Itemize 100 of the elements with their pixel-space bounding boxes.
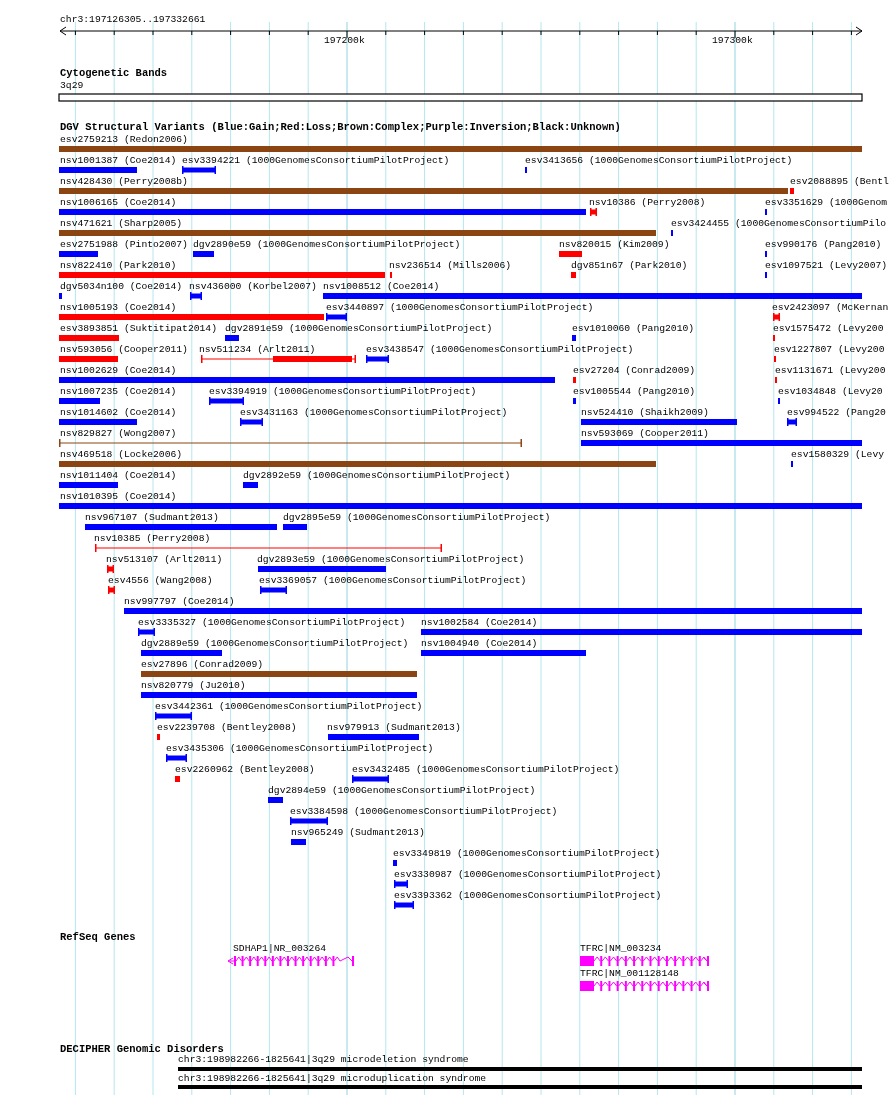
variant-bar xyxy=(421,650,586,656)
variant-label: dgv2894e59 (1000GenomesConsortiumPilotProject) xyxy=(268,785,536,797)
variant-label: nsv436000 (Korbel2007) xyxy=(189,281,317,293)
variant-bar xyxy=(59,209,586,215)
variant-label: esv4556 (Wang2008) xyxy=(108,575,213,587)
variant-bar xyxy=(59,377,555,383)
variant-label: esv994522 (Pang20 xyxy=(787,407,886,419)
variant-label: esv3393362 (1000GenomesConsortiumPilotProject) xyxy=(394,890,662,902)
variant-bar xyxy=(394,901,414,909)
variant-bar xyxy=(59,293,62,299)
variant-label: esv3435306 (1000GenomesConsortiumPilotProject) xyxy=(166,743,434,755)
variant-bar xyxy=(421,629,862,635)
variant-label: esv2423097 (McKernan xyxy=(772,302,889,314)
variant-label: esv3335327 (1000GenomesConsortiumPilotProject) xyxy=(138,617,406,629)
variant-label: nsv967107 (Sudmant2013) xyxy=(85,512,219,524)
variant-bar xyxy=(59,398,100,404)
variant-label: esv3330987 (1000GenomesConsortiumPilotProject) xyxy=(394,869,662,881)
variant-label: esv2759213 (Redon2006) xyxy=(60,134,188,146)
variant-label: dgv2893e59 (1000GenomesConsortiumPilotProject) xyxy=(257,554,525,566)
track-heading: DECIPHER Genomic Disorders xyxy=(60,1043,224,1055)
variant-bar xyxy=(155,712,192,720)
variant-bar xyxy=(166,754,187,762)
variant-bar xyxy=(59,272,385,278)
variant-bar xyxy=(290,817,328,825)
variant-line xyxy=(59,439,522,447)
variant-bar xyxy=(108,586,115,594)
variant-bar xyxy=(59,146,862,152)
variant-bar xyxy=(243,482,258,488)
variant-bar xyxy=(326,313,347,321)
variant-label: esv990176 (Pang2010) xyxy=(765,239,882,251)
variant-bar xyxy=(225,335,239,341)
variant-label: esv3351629 (1000Genom xyxy=(765,197,888,209)
variant-label: nsv1007235 (Coe2014) xyxy=(60,386,177,398)
variant-bar xyxy=(59,251,98,257)
disorder-label: chr3:198982266-1825641|3q29 microduplication syndrome xyxy=(178,1073,487,1085)
band-label: 3q29 xyxy=(60,80,84,92)
variant-label: nsv1008512 (Coe2014) xyxy=(323,281,440,293)
variant-label: esv3349819 (1000GenomesConsortiumPilotProject) xyxy=(393,848,661,860)
variant-bar xyxy=(790,188,794,194)
variant-bar xyxy=(268,797,283,803)
variant-label: esv3384598 (1000GenomesConsortiumPilotProject) xyxy=(290,806,558,818)
variant-label: nsv593056 (Cooper2011) xyxy=(60,344,188,356)
variant-bar xyxy=(581,440,862,446)
variant-label: nsv428430 (Perry2008b) xyxy=(60,176,188,188)
variant-label: esv3431163 (1000GenomesConsortiumPilotProject) xyxy=(240,407,508,419)
variant-label: dgv2890e59 (1000GenomesConsortiumPilotProject) xyxy=(193,239,461,251)
variant-label: esv1010060 (Pang2010) xyxy=(572,323,695,335)
variant-label: esv3440897 (1000GenomesConsortiumPilotProject) xyxy=(326,302,594,314)
variant-label: dgv851n67 (Park2010) xyxy=(571,260,688,272)
variant-bar xyxy=(572,335,576,341)
variant-label: dgv2891e59 (1000GenomesConsortiumPilotProject) xyxy=(225,323,493,335)
gene-model-drawing xyxy=(227,956,354,966)
variant-label: dgv2889e59 (1000GenomesConsortiumPilotProject) xyxy=(141,638,409,650)
variant-bar xyxy=(393,860,397,866)
variant-label: nsv1002629 (Coe2014) xyxy=(60,365,177,377)
variant-bar xyxy=(571,272,576,278)
variant-label: esv3432485 (1000GenomesConsortiumPilotProject) xyxy=(352,764,620,776)
variant-bar xyxy=(59,314,324,320)
variant-bar xyxy=(193,251,214,257)
variant-label: esv27204 (Conrad2009) xyxy=(573,365,696,377)
variant-bar xyxy=(190,292,202,300)
variant-label: nsv593069 (Cooper2011) xyxy=(581,428,709,440)
variant-label: nsv1001387 (Coe2014) xyxy=(60,155,177,167)
variant-label: nsv1006165 (Coe2014) xyxy=(60,197,177,209)
variant-bar xyxy=(59,230,656,236)
variant-label: esv2239708 (Bentley2008) xyxy=(157,722,297,734)
variant-label: esv27896 (Conrad2009) xyxy=(141,659,264,671)
variant-bar xyxy=(590,208,597,216)
variant-bar xyxy=(85,524,277,530)
variant-label: nsv469518 (Locke2006) xyxy=(60,449,183,461)
variant-bar xyxy=(107,565,114,573)
variant-bar xyxy=(59,188,788,194)
variant-label: dgv2892e59 (1000GenomesConsortiumPilotProject) xyxy=(243,470,511,482)
variant-label: esv3369057 (1000GenomesConsortiumPilotProject) xyxy=(259,575,527,587)
variant-bar xyxy=(559,251,582,257)
variant-bar xyxy=(141,692,417,698)
variant-label: esv1575472 (Levy200 xyxy=(773,323,884,335)
track-heading: RefSeq Genes xyxy=(60,931,136,943)
gene-model-drawing xyxy=(579,981,709,991)
variant-label: esv3442361 (1000GenomesConsortiumPilotProject) xyxy=(155,701,423,713)
variant-label: nsv820015 (Kim2009) xyxy=(559,239,670,251)
variant-label: esv2088895 (Bentl xyxy=(790,176,889,188)
variant-label: nsv965249 (Sudmant2013) xyxy=(291,827,425,839)
variant-bar xyxy=(175,776,180,782)
track-heading: Cytogenetic Bands xyxy=(60,67,168,79)
variant-bar xyxy=(59,482,118,488)
variant-label: dgv5034n100 (Coe2014) xyxy=(60,281,183,293)
variant-bar xyxy=(787,418,797,426)
variant-bar xyxy=(323,293,862,299)
variant-label: esv2751988 (Pinto2007) xyxy=(60,239,188,251)
variant-bar xyxy=(260,586,287,594)
variant-bar xyxy=(240,418,263,426)
cytoband-bar xyxy=(58,93,863,102)
variant-bar xyxy=(291,839,306,845)
variant-label: esv2260962 (Bentley2008) xyxy=(175,764,315,776)
scale-tick-label: 197300k xyxy=(712,35,753,47)
disorder-region-bar xyxy=(178,1085,862,1089)
variant-bar xyxy=(182,166,216,174)
variant-bar xyxy=(258,566,386,572)
gene-model-drawing xyxy=(579,956,709,966)
